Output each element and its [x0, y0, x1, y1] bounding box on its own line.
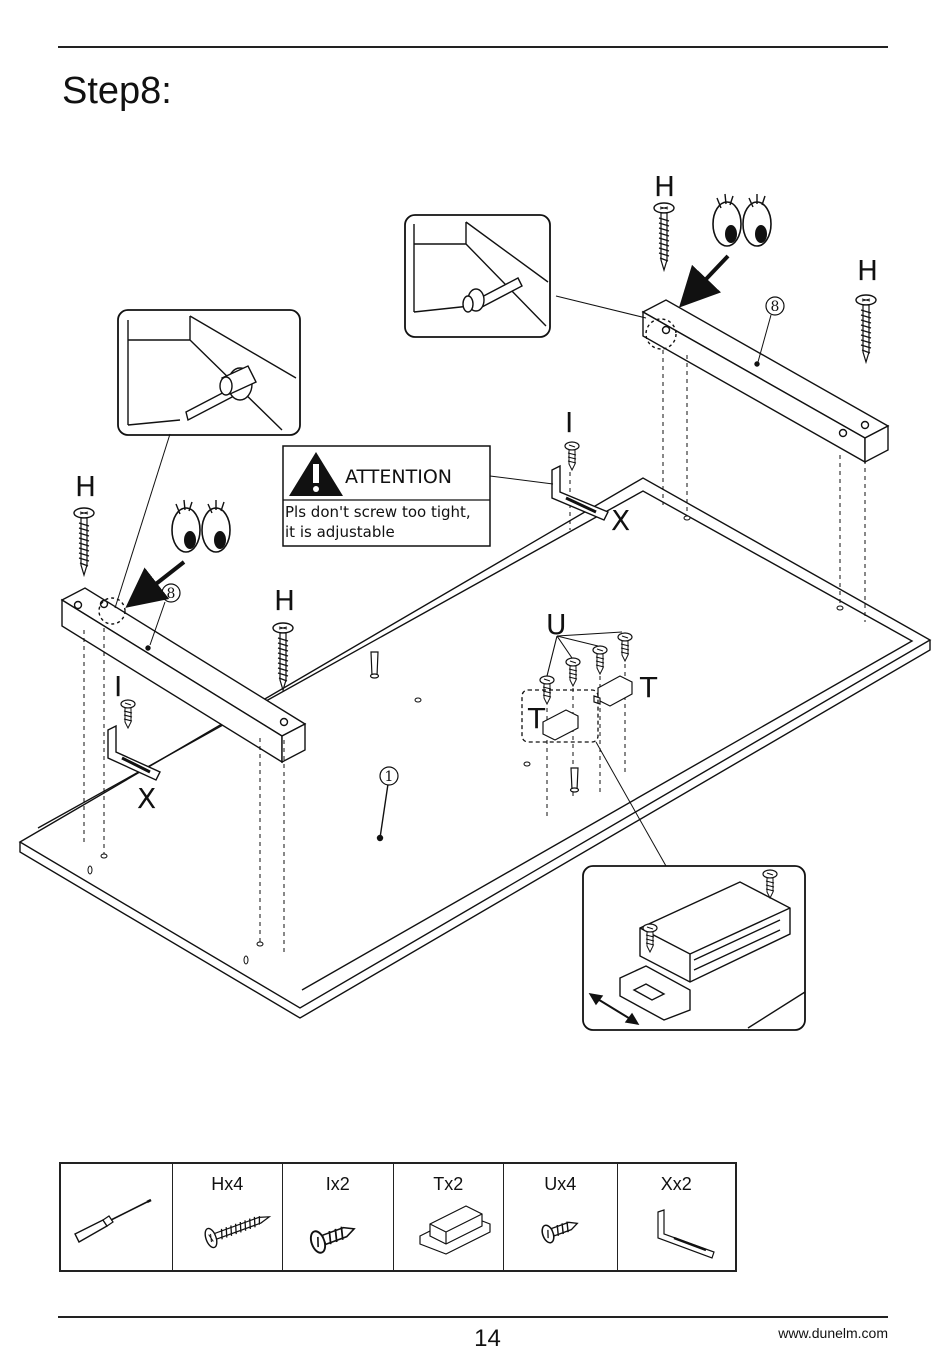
label-x: X	[611, 504, 630, 537]
detail-callout-catch	[582, 741, 806, 1031]
attention-line-2: it is adjustable	[285, 523, 395, 541]
part-1-label: 1	[385, 769, 394, 785]
panel-part-1	[18, 477, 932, 1019]
label-x: X	[137, 782, 156, 815]
detail-callout-dowel-right	[404, 214, 647, 338]
long-screw-icon	[201, 1206, 273, 1250]
step-title: Step8:	[62, 70, 172, 112]
label-i: I	[565, 406, 573, 439]
screw-h-right-2	[855, 294, 877, 363]
parts-cell-x: Xx2	[618, 1164, 735, 1270]
part-8-label: 8	[167, 586, 176, 602]
parts-cell-screwdriver	[61, 1164, 173, 1270]
parts-qty: Ix2	[325, 1174, 350, 1194]
attention-box: ATTENTION Pls don't screw too tight, it …	[282, 445, 554, 547]
l-bracket-icon	[656, 1209, 715, 1259]
arrow-icon	[125, 560, 186, 608]
catch-t-left	[542, 709, 579, 741]
rail-right-part-8	[641, 299, 890, 464]
parts-table: Hx4 Ix2 Tx2 Ux4 Xx2	[59, 1162, 737, 1272]
part-8-label: 8	[771, 299, 780, 315]
short-screw-icon	[307, 1217, 359, 1256]
parts-cell-t: Tx2	[394, 1164, 505, 1270]
screw-i-left	[120, 699, 136, 729]
screw-i-right	[564, 441, 580, 471]
parts-qty: Hx4	[211, 1174, 244, 1194]
parts-qty: Tx2	[433, 1174, 464, 1194]
board-holes	[87, 515, 844, 965]
bottom-rule	[58, 1316, 888, 1318]
label-u: U	[546, 608, 567, 641]
arrow-icon	[678, 254, 730, 308]
screwdriver-icon	[74, 1198, 152, 1243]
rail-left-part-8	[60, 587, 307, 764]
top-rule	[58, 46, 888, 48]
screw-h-left	[73, 507, 95, 576]
label-h: H	[75, 470, 96, 503]
label-h: H	[857, 254, 878, 287]
attention-line-1: Pls don't screw too tight,	[285, 503, 471, 521]
detail-callout-dowel-left	[114, 309, 301, 609]
magnetic-catch-icon	[418, 1205, 491, 1255]
label-t: T	[639, 671, 658, 704]
website-url: www.dunelm.com	[778, 1325, 888, 1341]
label-h: H	[654, 170, 675, 203]
l-bracket-right	[551, 464, 609, 521]
label-i: I	[114, 670, 122, 703]
small-screw-icon	[539, 1213, 582, 1246]
assembly-diagram: H H H H I I X X U T T 8 8 1	[18, 170, 932, 1031]
parts-cell-i: Ix2	[283, 1164, 394, 1270]
parts-cell-u: Ux4	[504, 1164, 618, 1270]
dowels	[369, 651, 580, 793]
label-h: H	[274, 584, 295, 617]
page-number: 14	[474, 1325, 501, 1352]
parts-cell-h: Hx4	[173, 1164, 284, 1270]
parts-qty: Xx2	[660, 1174, 692, 1194]
parts-qty: Ux4	[544, 1174, 577, 1194]
look-eyes-icon	[171, 499, 231, 553]
attention-title: ATTENTION	[345, 466, 452, 488]
screw-h-left-2	[272, 622, 294, 691]
screw-h-right	[653, 202, 675, 271]
l-bracket-left	[107, 724, 161, 781]
look-eyes-icon	[712, 193, 772, 247]
label-t: T	[527, 702, 546, 735]
